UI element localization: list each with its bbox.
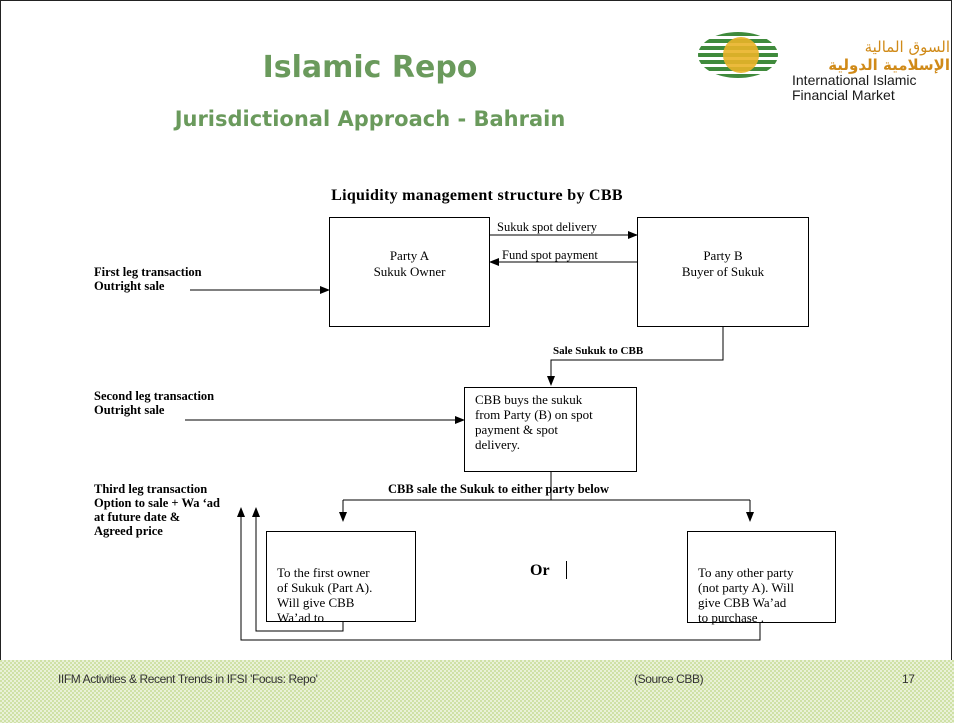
footer-band: [0, 660, 954, 723]
footer-source: (Source CBB): [634, 672, 704, 686]
iifm-logo-icon: [693, 32, 783, 78]
footer-left-text: IIFM Activities & Recent Trends in IFSI …: [58, 672, 318, 686]
logo-arabic-line2: الإسلامية الدولية: [828, 56, 950, 74]
cbb-box: CBB buys the sukuk from Party (B) on spo…: [464, 387, 637, 472]
diagram-heading: Liquidity management structure by CBB: [331, 187, 623, 204]
or-text: Or: [530, 562, 550, 579]
party-a-role: Sukuk Owner: [373, 264, 446, 279]
sale-to-cbb-label: Sale Sukuk to CBB: [553, 345, 644, 357]
text-caret: [566, 561, 567, 579]
slide-title: Islamic Repo: [262, 50, 478, 85]
first-owner-box: To the first owner of Sukuk (Part A). Wi…: [266, 531, 416, 625]
slide-subtitle: Jurisdictional Approach - Bahrain: [174, 107, 566, 131]
party-a-title: Party A: [389, 248, 430, 263]
party-a-box: Party A Sukuk Owner: [329, 217, 490, 327]
sale-to-cbb-arrow: [547, 327, 724, 386]
party-b-box: Party B Buyer of Sukuk: [637, 217, 809, 327]
logo-arabic-line1: السوق المالية: [864, 38, 950, 56]
page-number: 17: [902, 672, 915, 686]
party-b-title: Party B: [703, 248, 743, 263]
second-leg-label: Second leg transaction Outright sale: [94, 389, 215, 417]
logo-english-line2: Financial Market: [792, 87, 895, 103]
first-leg-label: First leg transaction Outright sale: [94, 265, 202, 293]
first-owner-waad-arrow: [252, 507, 344, 632]
cbb-sale-label: CBB sale the Sukuk to either party below: [388, 482, 609, 496]
fund-spot-label: Fund spot payment: [502, 248, 598, 262]
sukuk-spot-label: Sukuk spot delivery: [497, 220, 597, 234]
other-party-box: To any other party (not party A). Will g…: [687, 531, 836, 625]
other-party-waad-arrow: [237, 507, 761, 641]
party-b-role: Buyer of Sukuk: [681, 264, 765, 279]
third-leg-label: Third leg transaction Option to sale + W…: [94, 482, 221, 538]
logo-english-line1: International Islamic: [792, 72, 917, 88]
